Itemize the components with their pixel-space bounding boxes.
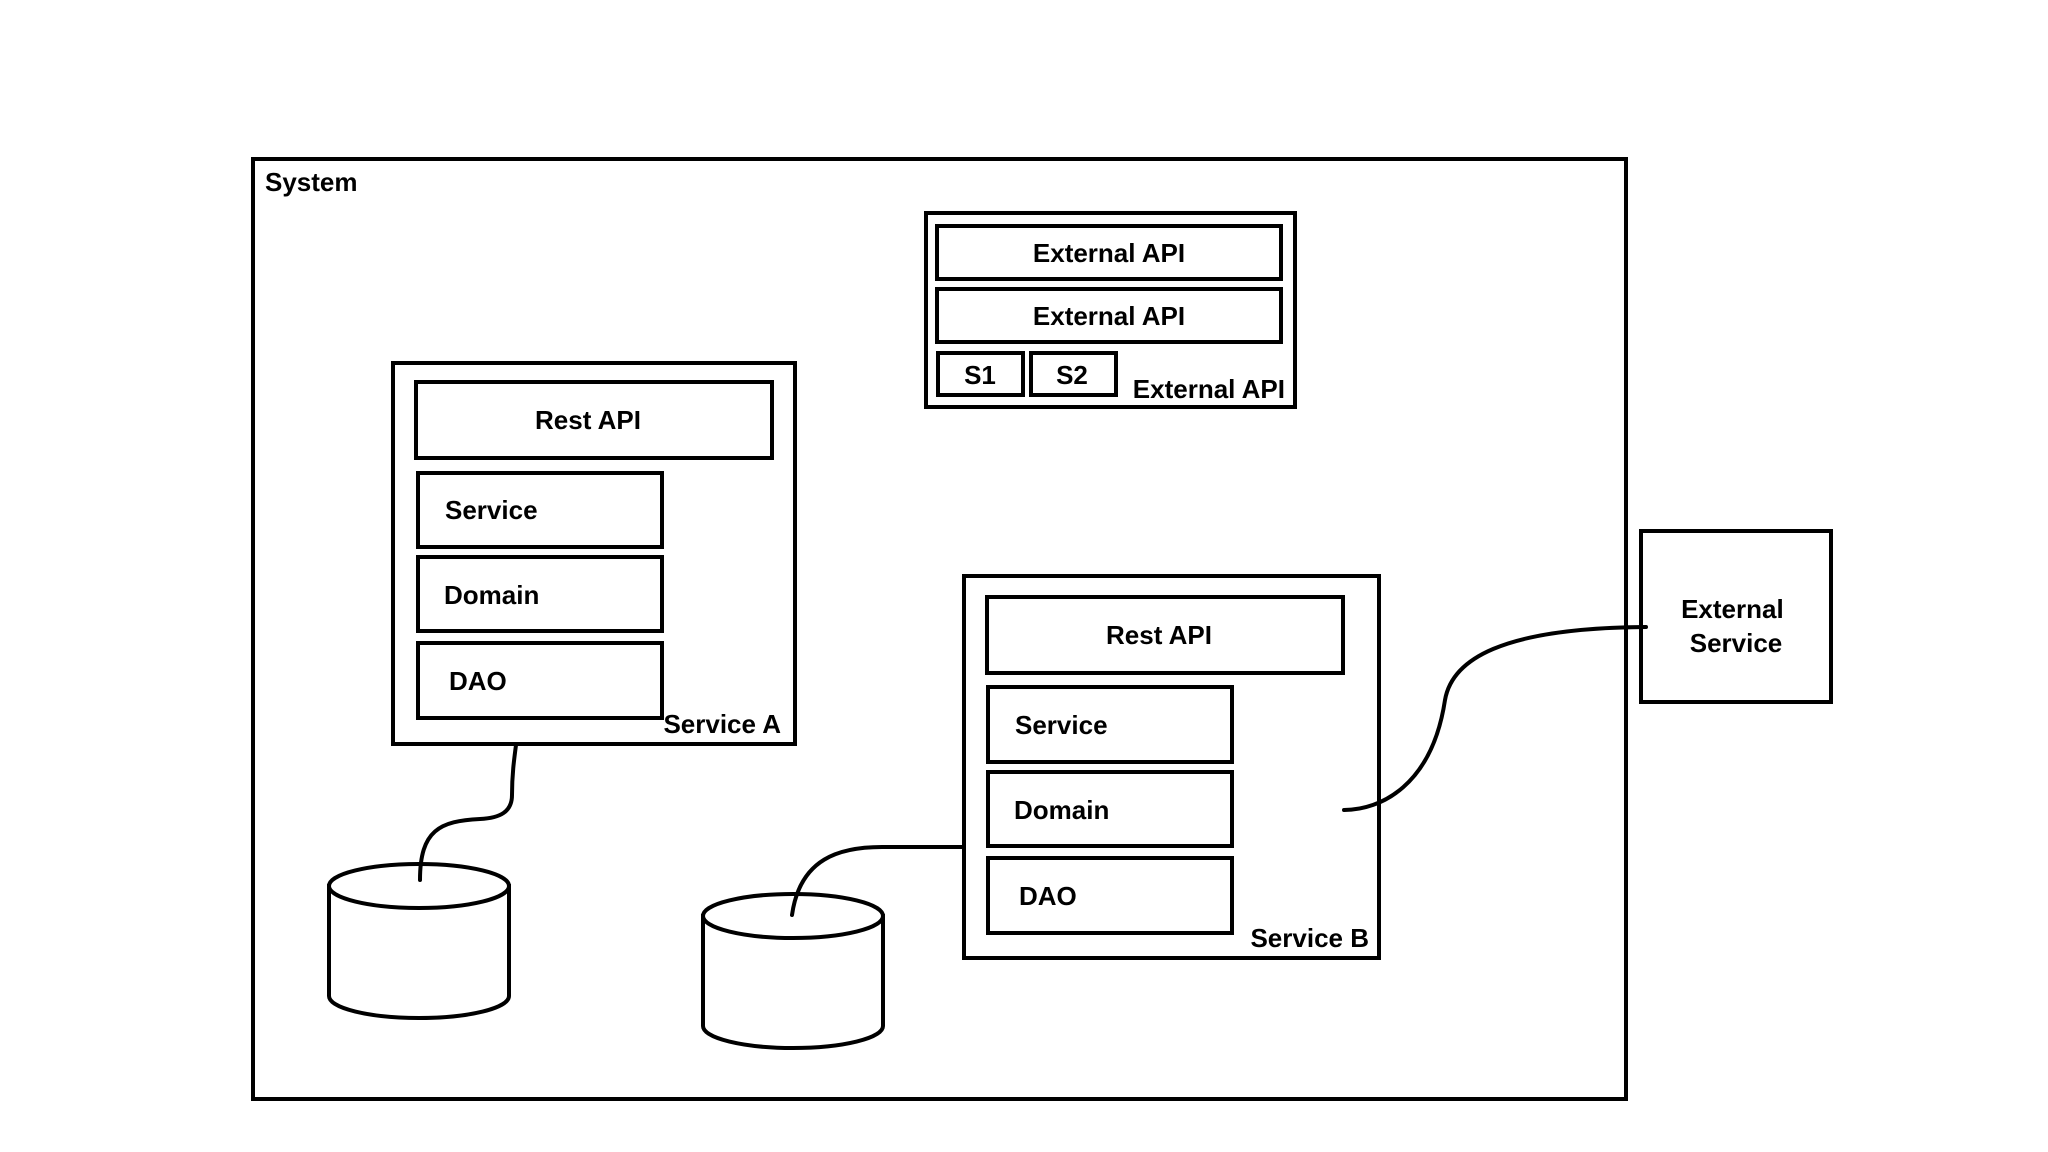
connector-service-b-to-external-service xyxy=(1342,625,1648,812)
external-service-label: External Service xyxy=(1681,594,1791,658)
service-a-rest-api-label: Rest API xyxy=(535,405,641,435)
service-a-name: Service A xyxy=(663,709,781,739)
external-api-group-caption: External API xyxy=(1133,374,1285,404)
service-a-dao-layer[interactable] xyxy=(416,641,664,720)
external-api-row-1[interactable] xyxy=(935,224,1283,281)
external-api-row-2-label: External API xyxy=(1033,301,1185,331)
service-b-rest-api-label: Rest API xyxy=(1106,620,1212,650)
service-b-domain-label: Domain xyxy=(1014,795,1109,825)
external-api-row-1-label: External API xyxy=(1033,238,1185,268)
external-service[interactable]: External Service xyxy=(1639,529,1833,704)
s1-box[interactable] xyxy=(936,351,1025,397)
service-a[interactable]: Rest API Service Domain DAO Service A xyxy=(391,361,797,746)
service-b-domain-layer[interactable] xyxy=(986,770,1234,848)
service-a-dao-label: DAO xyxy=(449,666,507,696)
database-a-body xyxy=(327,884,511,1020)
service-a-service-label: Service xyxy=(445,495,538,525)
service-b-service-layer[interactable] xyxy=(986,685,1234,764)
external-api-group[interactable]: External API External API S1 S2 External… xyxy=(924,211,1297,409)
external-service-frame xyxy=(1639,529,1833,704)
service-a-domain-label: Domain xyxy=(444,580,539,610)
connector-service-a-to-db-a xyxy=(418,743,518,882)
database-b[interactable] xyxy=(701,892,885,1050)
service-b-dao-label: DAO xyxy=(1019,881,1077,911)
system-label: System xyxy=(265,167,358,197)
s2-label: S2 xyxy=(1056,360,1088,390)
external-service-label-line-1: External xyxy=(1681,594,1784,624)
database-b-body xyxy=(701,914,885,1050)
service-b[interactable]: Rest API Service Domain DAO Service B xyxy=(962,574,1381,960)
service-b-dao-layer[interactable] xyxy=(986,856,1234,935)
service-a-service-layer[interactable] xyxy=(416,471,664,549)
service-b-service-label: Service xyxy=(1015,710,1108,740)
service-b-name: Service B xyxy=(1250,923,1369,953)
service-b-rest-api[interactable] xyxy=(985,595,1345,675)
external-api-row-2[interactable] xyxy=(935,287,1283,344)
service-a-domain-layer[interactable] xyxy=(416,555,664,633)
database-a[interactable] xyxy=(327,862,511,1020)
s1-label: S1 xyxy=(964,360,996,390)
service-a-rest-api[interactable] xyxy=(414,380,774,460)
s2-box[interactable] xyxy=(1029,351,1118,397)
connector-service-b-to-db-b xyxy=(790,845,964,917)
external-service-label-line-2: Service xyxy=(1690,628,1783,658)
